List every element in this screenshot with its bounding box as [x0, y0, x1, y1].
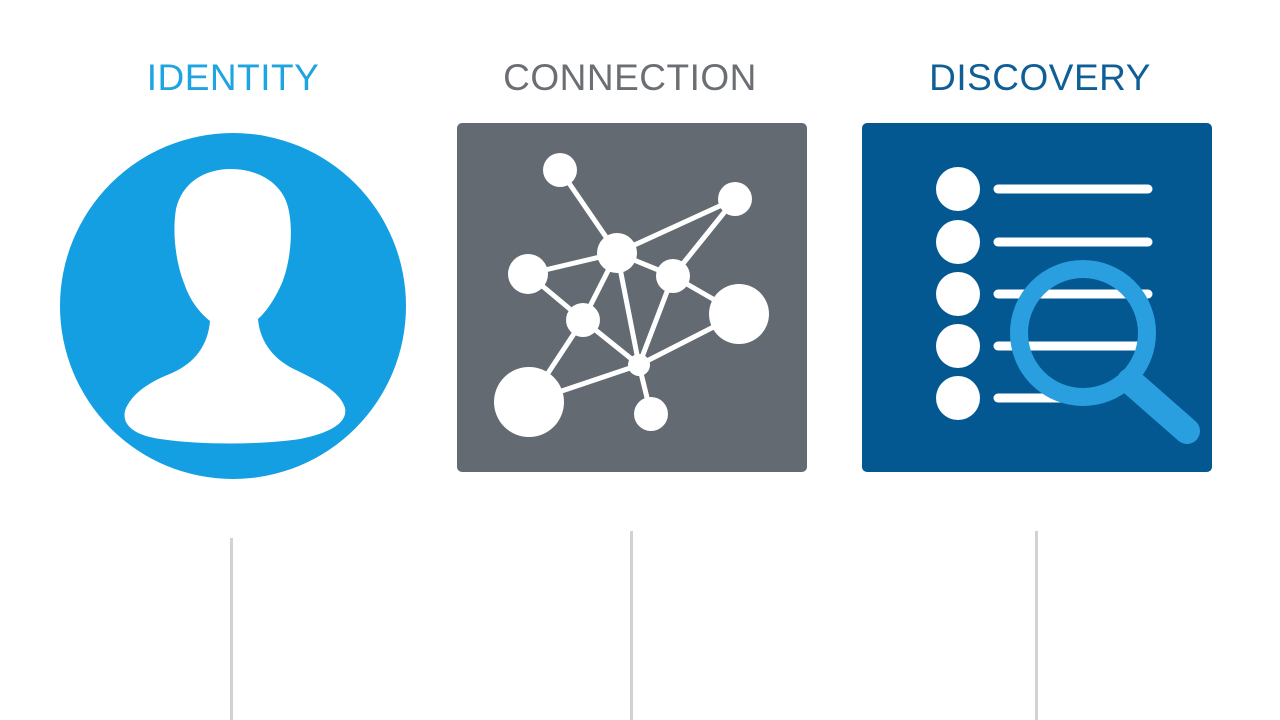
network-graph-icon	[494, 153, 769, 437]
connection-title: CONNECTION	[503, 57, 757, 98]
identity-circle	[60, 133, 406, 479]
discovery-connector-line	[1035, 531, 1038, 720]
connection-tile	[457, 123, 807, 472]
person-silhouette-icon	[124, 169, 346, 444]
identity-title: IDENTITY	[146, 57, 320, 98]
identity-connector-line	[230, 538, 233, 720]
discovery-tile	[862, 123, 1212, 472]
magnifier-icon	[1010, 260, 1200, 444]
discovery-title: DISCOVERY	[929, 57, 1151, 98]
connection-connector-line	[630, 531, 633, 720]
list-magnifier-icon	[936, 167, 1200, 444]
